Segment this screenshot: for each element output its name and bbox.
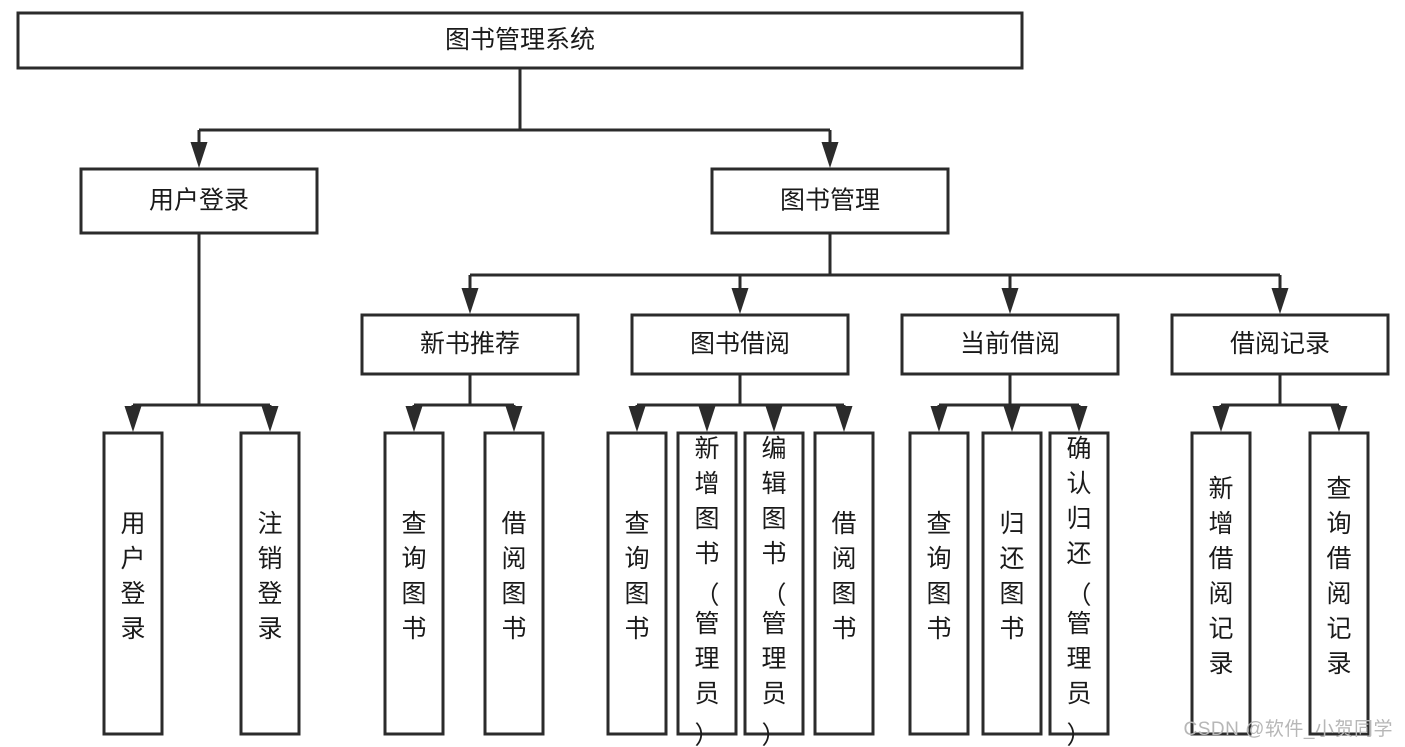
node-label: 查询图书 [624, 510, 649, 643]
node-label: 新增图书（管理员） [694, 435, 719, 747]
node-box [102, 431, 164, 736]
node-label: 新书推荐 [420, 330, 520, 358]
node-box [360, 313, 580, 376]
node-leaf-confirm-return[interactable]: 确认归还（管理员） [1048, 431, 1110, 747]
node-root[interactable]: 图书管理系统 [16, 11, 1024, 70]
node-box [900, 313, 1120, 376]
arrow-head-icon [1212, 406, 1230, 432]
node-label: 借阅图书 [501, 510, 526, 643]
arrow-head-icon [821, 142, 839, 168]
node-layer: 图书管理系统用户登录图书管理新书推荐图书借阅当前借阅借阅记录用户登录注销登录查询… [16, 11, 1390, 747]
node-label: 用户登录 [149, 187, 249, 215]
node-label: 图书管理 [780, 187, 880, 215]
arrow-head-icon [190, 142, 208, 168]
node-label: 图书管理系统 [445, 26, 595, 54]
arrow-head-icon [1001, 288, 1019, 314]
node-leaf-add-record[interactable]: 新增借阅记录 [1190, 431, 1252, 736]
node-leaf-user-login[interactable]: 用户登录 [102, 431, 164, 736]
node-leaf-add-book[interactable]: 新增图书（管理员） [676, 431, 738, 747]
node-leaf-query-book-1[interactable]: 查询图书 [383, 431, 445, 736]
node-label: 借阅图书 [831, 510, 856, 643]
arrow-head-icon [698, 406, 716, 432]
node-book-manage[interactable]: 图书管理 [710, 167, 950, 235]
node-label: 图书借阅 [690, 330, 790, 358]
arrow-head-icon [835, 406, 853, 432]
connector-layer [124, 68, 1348, 432]
node-user-login[interactable]: 用户登录 [79, 167, 319, 235]
node-label: 查询图书 [926, 510, 951, 643]
arrow-head-icon [461, 288, 479, 314]
node-box [908, 431, 970, 736]
arrow-head-icon [930, 406, 948, 432]
arrow-head-icon [1003, 406, 1021, 432]
arrow-head-icon [405, 406, 423, 432]
node-label: 查询借阅记录 [1326, 475, 1351, 678]
node-box [743, 431, 805, 736]
node-leaf-logout[interactable]: 注销登录 [239, 431, 301, 736]
node-box [710, 167, 950, 235]
node-label: 归还图书 [999, 510, 1024, 643]
node-label: 确认归还（管理员） [1066, 435, 1091, 747]
node-leaf-edit-book[interactable]: 编辑图书（管理员） [743, 431, 805, 747]
node-book-borrow[interactable]: 图书借阅 [630, 313, 850, 376]
node-label: 当前借阅 [960, 330, 1060, 358]
node-borrow-record[interactable]: 借阅记录 [1170, 313, 1390, 376]
node-leaf-query-record[interactable]: 查询借阅记录 [1308, 431, 1370, 736]
arrow-head-icon [124, 406, 142, 432]
node-label: 编辑图书（管理员） [761, 435, 786, 747]
node-label: 新增借阅记录 [1208, 475, 1233, 678]
node-label: 借阅记录 [1230, 330, 1330, 358]
node-box [1170, 313, 1390, 376]
node-box [239, 431, 301, 736]
arrow-head-icon [1271, 288, 1289, 314]
arrow-head-icon [1330, 406, 1348, 432]
node-box [1190, 431, 1252, 736]
arrow-head-icon [765, 406, 783, 432]
node-label: 注销登录 [257, 510, 282, 643]
arrow-head-icon [1070, 406, 1088, 432]
csdn-watermark: CSDN @软件_小贺同学 [1183, 719, 1393, 740]
node-box [606, 431, 668, 736]
node-leaf-borrow-book-2[interactable]: 借阅图书 [813, 431, 875, 736]
node-box [813, 431, 875, 736]
node-box [16, 11, 1024, 70]
node-box [981, 431, 1043, 736]
node-box [1048, 431, 1110, 736]
node-label: 用户登录 [120, 510, 145, 643]
arrow-head-icon [731, 288, 749, 314]
node-leaf-borrow-book-1[interactable]: 借阅图书 [483, 431, 545, 736]
node-box [676, 431, 738, 736]
node-box [79, 167, 319, 235]
node-leaf-query-book-3[interactable]: 查询图书 [908, 431, 970, 736]
node-leaf-return-book[interactable]: 归还图书 [981, 431, 1043, 736]
node-label: 查询图书 [401, 510, 426, 643]
arrow-head-icon [261, 406, 279, 432]
node-new-book-rec[interactable]: 新书推荐 [360, 313, 580, 376]
node-box [483, 431, 545, 736]
node-leaf-query-book-2[interactable]: 查询图书 [606, 431, 668, 736]
node-current-borrow[interactable]: 当前借阅 [900, 313, 1120, 376]
arrow-head-icon [628, 406, 646, 432]
node-box [630, 313, 850, 376]
node-box [1308, 431, 1370, 736]
node-box [383, 431, 445, 736]
arrow-head-icon [505, 406, 523, 432]
